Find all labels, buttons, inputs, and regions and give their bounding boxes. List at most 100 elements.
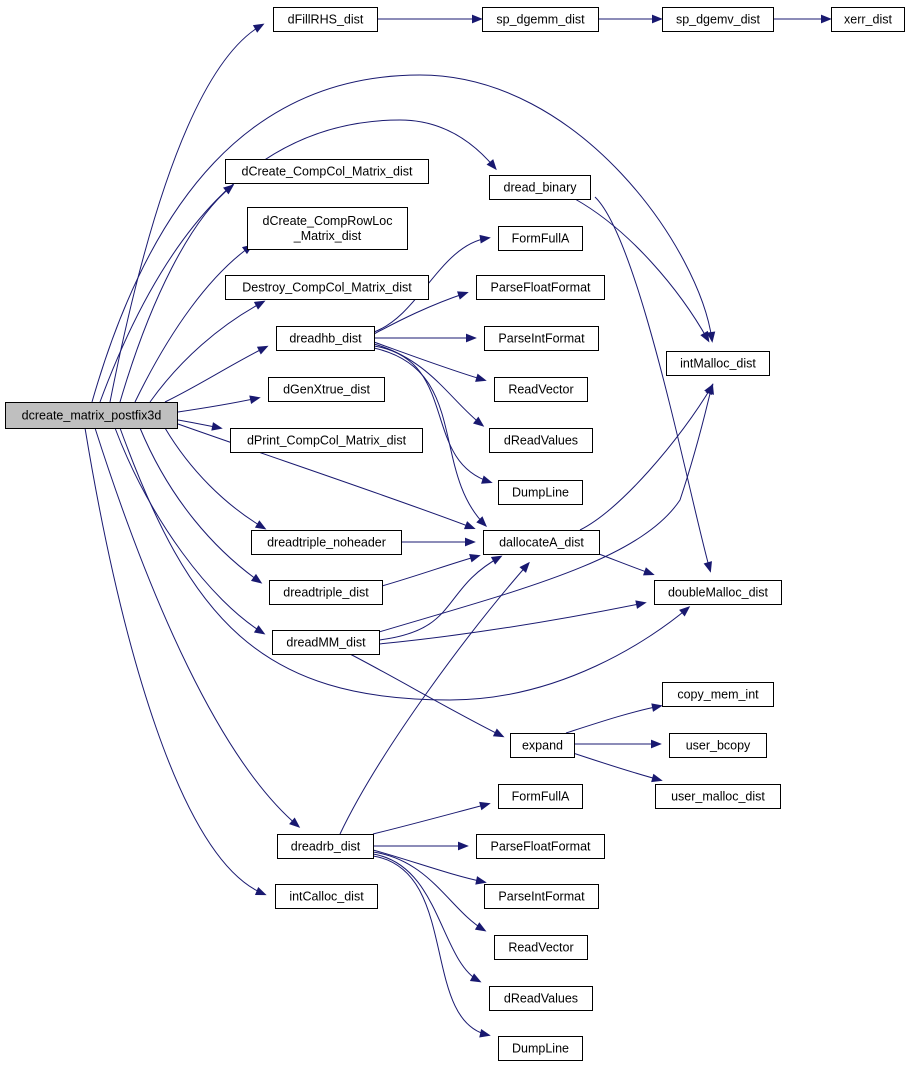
- arrowhead-root-to-dreadMM: [253, 625, 266, 635]
- node-dallocateA[interactable]: dallocateA_dist: [483, 530, 600, 555]
- arrowhead-dreadhb-to-parseInt1: [466, 333, 477, 343]
- edge-dallocateA-to-doubleMalloc: [598, 553, 653, 575]
- node-label-dGenXtrue: dGenXtrue_dist: [283, 383, 370, 397]
- node-label-dallocateA: dallocateA_dist: [499, 536, 584, 550]
- arrowhead-root-to-intMalloc: [706, 331, 716, 343]
- node-box-dreadhb: [276, 326, 375, 351]
- edge-dreadMM-to-dallocateA: [378, 556, 501, 641]
- node-expand[interactable]: expand: [510, 733, 575, 758]
- node-readVector2[interactable]: ReadVector: [494, 935, 588, 960]
- node-intCalloc[interactable]: intCalloc_dist: [275, 884, 378, 909]
- node-doubleMalloc[interactable]: doubleMalloc_dist: [654, 580, 782, 605]
- arrowhead-root-to-dGenXtrue: [249, 395, 261, 404]
- arrowhead-dreadrb-to-dallocateA: [519, 561, 530, 573]
- arrowhead-dreadtripleNoheader-to-dallocateA: [465, 537, 476, 547]
- node-box-root: [5, 402, 178, 429]
- node-dumpLine1[interactable]: DumpLine: [498, 480, 583, 505]
- node-box-parseFloat1: [476, 275, 605, 300]
- node-readVector1[interactable]: ReadVector: [494, 377, 588, 402]
- node-box-sp_dgemv: [662, 7, 774, 32]
- node-label-dumpLine1: DumpLine: [512, 486, 569, 500]
- node-parseFloat2[interactable]: ParseFloatFormat: [476, 834, 605, 859]
- node-dreadtriple[interactable]: dreadtriple_dist: [269, 580, 383, 605]
- node-dReadValues1[interactable]: dReadValues: [489, 428, 593, 453]
- node-box-dReadValues1: [489, 428, 593, 453]
- arrowhead-sp_dgemm-to-sp_dgemv: [652, 14, 663, 24]
- node-box-dreadMM: [272, 630, 380, 655]
- node-box-copyMemInt: [662, 682, 774, 707]
- node-dGenXtrue[interactable]: dGenXtrue_dist: [268, 377, 385, 402]
- node-label-userBcopy: user_bcopy: [686, 739, 751, 753]
- node-label-dReadValues2: dReadValues: [504, 992, 578, 1006]
- node-box-dumpLine2: [498, 1036, 583, 1061]
- node-box-parseInt1: [484, 326, 599, 351]
- edge-dreadhb-to-readVector1: [373, 341, 485, 381]
- node-dCreateCompRowLoc[interactable]: dCreate_CompRowLoc_Matrix_dist: [247, 207, 408, 250]
- arrowhead-dreadhb-to-parseFloat1: [457, 291, 469, 300]
- edge-root-to-intMalloc: [91, 74, 713, 403]
- node-label-dreadBinary: dread_binary: [504, 181, 578, 195]
- edge-dreadrb-to-dumpLine2: [372, 855, 489, 1036]
- edge-root-to-dreadrb: [94, 427, 299, 827]
- node-root[interactable]: dcreate_matrix_postfix3d: [5, 402, 178, 429]
- node-label-sp_dgemm: sp_dgemm_dist: [496, 13, 585, 27]
- node-box-destroyCompCol: [225, 275, 429, 300]
- edge-root-to-dreadhb: [164, 346, 267, 403]
- node-dCreateCompCol[interactable]: dCreate_CompCol_Matrix_dist: [225, 159, 429, 184]
- edge-dreadMM-to-doubleMalloc: [378, 602, 645, 645]
- arrowhead-dreadhb-to-readVector1: [475, 373, 487, 382]
- node-userBcopy[interactable]: user_bcopy: [669, 733, 767, 758]
- node-copyMemInt[interactable]: copy_mem_int: [662, 682, 774, 707]
- node-dreadMM[interactable]: dreadMM_dist: [272, 630, 380, 655]
- arrowhead-dreadrb-to-dumpLine2: [479, 1029, 491, 1038]
- edge-dreadhb-to-parseFloat1: [373, 292, 467, 335]
- node-label-root: dcreate_matrix_postfix3d: [22, 409, 162, 423]
- node-dumpLine2[interactable]: DumpLine: [498, 1036, 583, 1061]
- node-parseInt1[interactable]: ParseIntFormat: [484, 326, 599, 351]
- node-dreadrb[interactable]: dreadrb_dist: [277, 834, 374, 859]
- arrowhead-root-to-doubleMalloc: [679, 606, 691, 617]
- arrowhead-root-to-dreadBinary: [486, 159, 497, 171]
- node-parseInt2[interactable]: ParseIntFormat: [484, 884, 599, 909]
- node-box-dumpLine1: [498, 480, 583, 505]
- node-box-userMalloc: [655, 784, 781, 809]
- node-sp_dgemv[interactable]: sp_dgemv_dist: [662, 7, 774, 32]
- node-box-doubleMalloc: [654, 580, 782, 605]
- edge-root-to-dGenXtrue: [177, 397, 259, 413]
- edge-dreadrb-to-dReadValues2: [372, 853, 480, 982]
- node-box-sp_dgemm: [482, 7, 599, 32]
- node-sp_dgemm[interactable]: sp_dgemm_dist: [482, 7, 599, 32]
- node-label-xerr: xerr_dist: [844, 13, 892, 27]
- node-dreadhb[interactable]: dreadhb_dist: [276, 326, 375, 351]
- node-label-dCreateCompRowLoc: dCreate_CompRowLoc_Matrix_dist: [263, 214, 393, 243]
- arrowhead-dreadhb-to-dReadValues1: [473, 416, 485, 427]
- node-label-parseFloat2: ParseFloatFormat: [490, 840, 591, 854]
- edge-dreadhb-to-formFullA1: [373, 237, 489, 333]
- node-xerr[interactable]: xerr_dist: [831, 7, 905, 32]
- node-dReadValues2[interactable]: dReadValues: [489, 986, 593, 1011]
- node-label-dreadtriple: dreadtriple_dist: [283, 586, 369, 600]
- node-formFullA1[interactable]: FormFullA: [498, 226, 583, 251]
- arrowhead-dreadrb-to-parseFloat2: [458, 841, 469, 851]
- node-dreadtripleNoheader[interactable]: dreadtriple_noheader: [251, 530, 402, 555]
- node-destroyCompCol[interactable]: Destroy_CompCol_Matrix_dist: [225, 275, 429, 300]
- node-userMalloc[interactable]: user_malloc_dist: [655, 784, 781, 809]
- node-dreadBinary[interactable]: dread_binary: [489, 175, 591, 200]
- arrowhead-dreadrb-to-readVector2: [474, 922, 487, 932]
- node-parseFloat1[interactable]: ParseFloatFormat: [476, 275, 605, 300]
- node-intMalloc[interactable]: intMalloc_dist: [666, 351, 770, 376]
- node-box-dreadtripleNoheader: [251, 530, 402, 555]
- edge-dreadrb-to-readVector2: [372, 851, 485, 931]
- node-dPrintCompCol[interactable]: dPrint_CompCol_Matrix_dist: [230, 428, 423, 453]
- node-box-dReadValues2: [489, 986, 593, 1011]
- arrowhead-dreadMM-to-dallocateA: [490, 555, 503, 565]
- arrowhead-dreadBinary-to-doubleMalloc: [703, 561, 712, 573]
- node-dFillRHS[interactable]: dFillRHS_dist: [273, 7, 378, 32]
- node-label-parseFloat1: ParseFloatFormat: [490, 281, 591, 295]
- node-label-parseInt2: ParseIntFormat: [498, 890, 585, 904]
- node-box-dreadBinary: [489, 175, 591, 200]
- node-label-doubleMalloc: doubleMalloc_dist: [668, 586, 769, 600]
- node-box-dallocateA: [483, 530, 600, 555]
- call-graph-edges: [84, 14, 832, 1038]
- node-formFullA2[interactable]: FormFullA: [498, 784, 583, 809]
